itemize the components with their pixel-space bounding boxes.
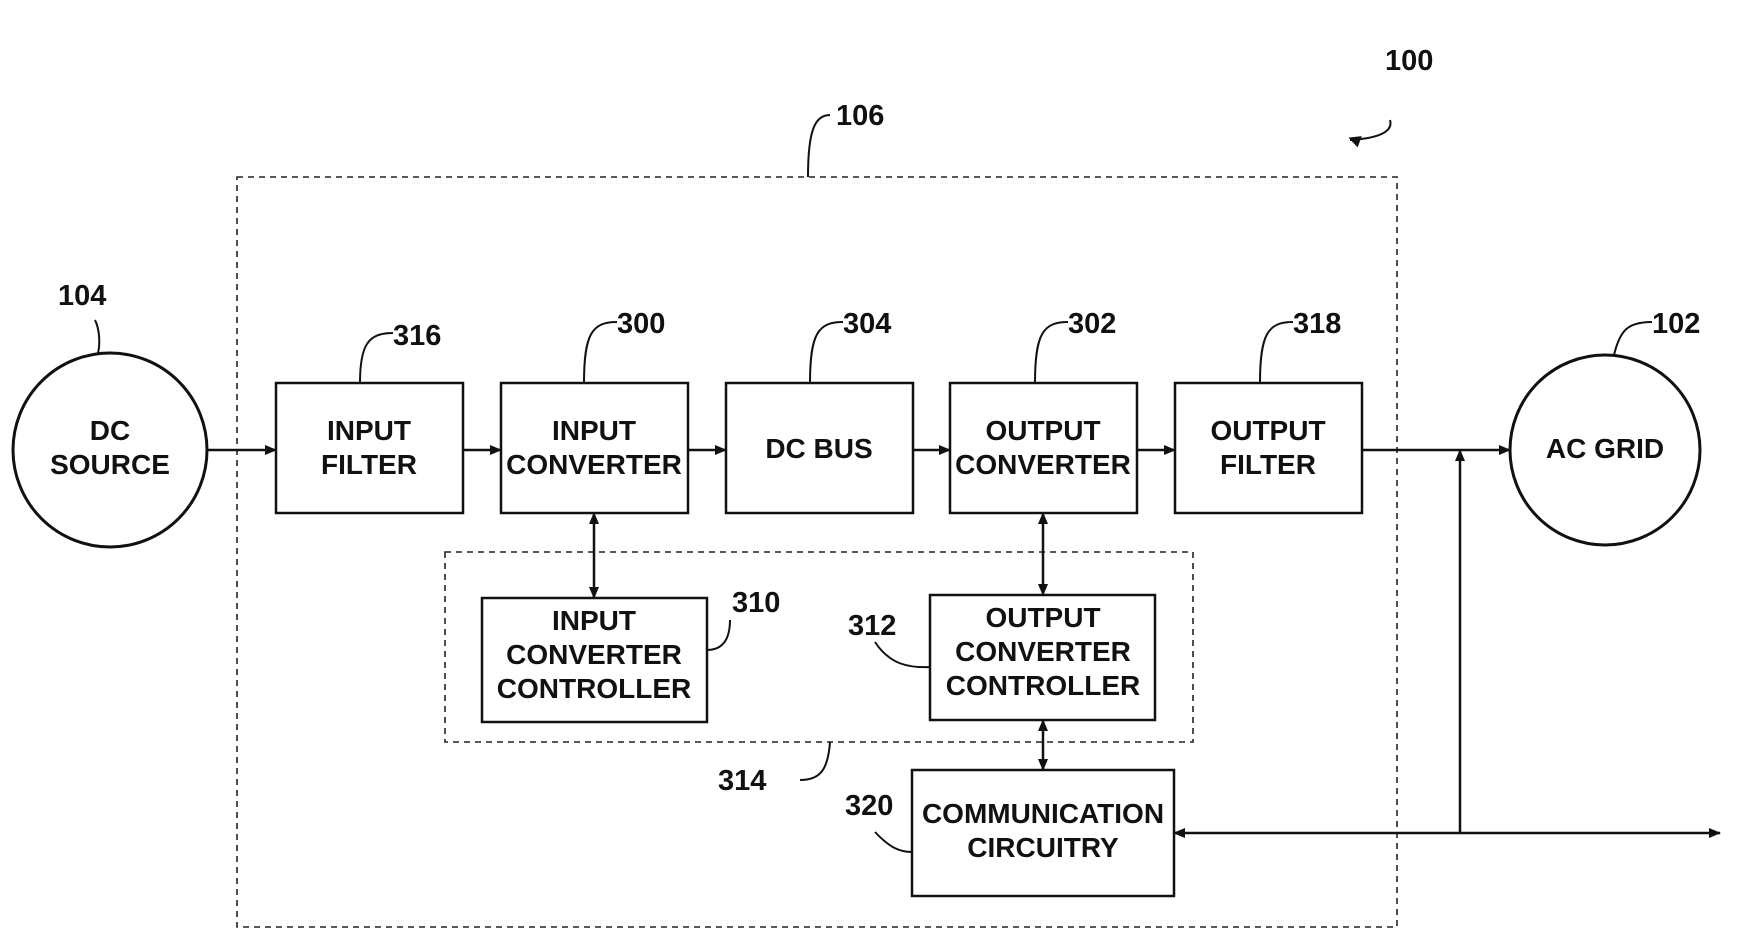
output-converter-controller-block: OUTPUT CONVERTER CONTROLLER <box>928 593 1157 722</box>
input-converter-controller-label-line1: INPUT <box>552 605 636 636</box>
input-converter-controller-label-line2: CONVERTER <box>506 639 682 670</box>
leader-314 <box>799 741 831 781</box>
leader-104 <box>94 319 101 354</box>
ref-316: 316 <box>393 320 441 352</box>
dc-source-label-line1: DC <box>90 415 130 446</box>
input-filter-label-line1: INPUT <box>327 415 411 446</box>
dc-source-node: DC SOURCE <box>11 351 209 549</box>
ac-grid-label: AC GRID <box>1546 433 1664 464</box>
output-converter-label-line2: CONVERTER <box>955 449 1131 480</box>
output-filter-label-line2: FILTER <box>1220 449 1316 480</box>
leader-312 <box>874 641 931 669</box>
output-converter-controller-label-line3: CONTROLLER <box>946 670 1140 701</box>
output-converter-controller-label-line2: CONVERTER <box>955 636 1131 667</box>
controller-group-314 <box>444 551 1194 743</box>
control-arrows <box>589 449 1721 838</box>
leader-318 <box>1259 321 1294 384</box>
input-filter-block: INPUT FILTER <box>274 381 465 515</box>
figure-100-arrowhead <box>1348 136 1362 148</box>
output-filter-block: OUTPUT FILTER <box>1173 381 1364 515</box>
output-converter-block: OUTPUT CONVERTER <box>948 381 1139 515</box>
communication-circuitry-label-line1: COMMUNICATION <box>922 798 1164 829</box>
communication-circuitry-label-line2: CIRCUITRY <box>967 832 1119 863</box>
ref-318: 318 <box>1293 308 1341 340</box>
dc-bus-label: DC BUS <box>765 433 872 464</box>
ref-106: 106 <box>836 100 884 132</box>
ref-102: 102 <box>1652 308 1700 340</box>
ref-312: 312 <box>848 610 896 642</box>
leader-310 <box>706 619 731 651</box>
input-converter-label-line1: INPUT <box>552 415 636 446</box>
leader-302 <box>1034 321 1069 384</box>
leader-300 <box>583 321 618 384</box>
input-converter-controller-block: INPUT CONVERTER CONTROLLER <box>480 596 709 724</box>
ref-304: 304 <box>843 308 891 340</box>
communication-circuitry-block: COMMUNICATION CIRCUITRY <box>910 768 1176 898</box>
dc-bus-block: DC BUS <box>724 381 915 515</box>
ref-320: 320 <box>845 790 893 822</box>
ref-104: 104 <box>58 280 106 312</box>
leader-lines <box>94 114 1653 853</box>
input-converter-label-line2: CONVERTER <box>506 449 682 480</box>
system-enclosure-106 <box>236 176 1398 928</box>
ref-314: 314 <box>718 765 766 797</box>
dc-source-label-line2: SOURCE <box>50 449 170 480</box>
leader-102 <box>1613 321 1653 356</box>
leader-304 <box>809 321 844 384</box>
output-filter-label-line1: OUTPUT <box>1210 415 1325 446</box>
output-converter-label-line1: OUTPUT <box>985 415 1100 446</box>
ref-300: 300 <box>617 308 665 340</box>
output-converter-controller-label-line1: OUTPUT <box>985 602 1100 633</box>
leader-320 <box>874 831 913 853</box>
leader-316 <box>359 332 394 384</box>
ref-100: 100 <box>1385 45 1433 77</box>
input-converter-block: INPUT CONVERTER <box>499 381 690 515</box>
leader-106 <box>807 114 831 178</box>
input-filter-label-line2: FILTER <box>321 449 417 480</box>
ref-310: 310 <box>732 587 780 619</box>
input-converter-controller-label-line3: CONTROLLER <box>497 673 691 704</box>
ref-302: 302 <box>1068 308 1116 340</box>
ac-grid-node: AC GRID <box>1508 353 1702 547</box>
